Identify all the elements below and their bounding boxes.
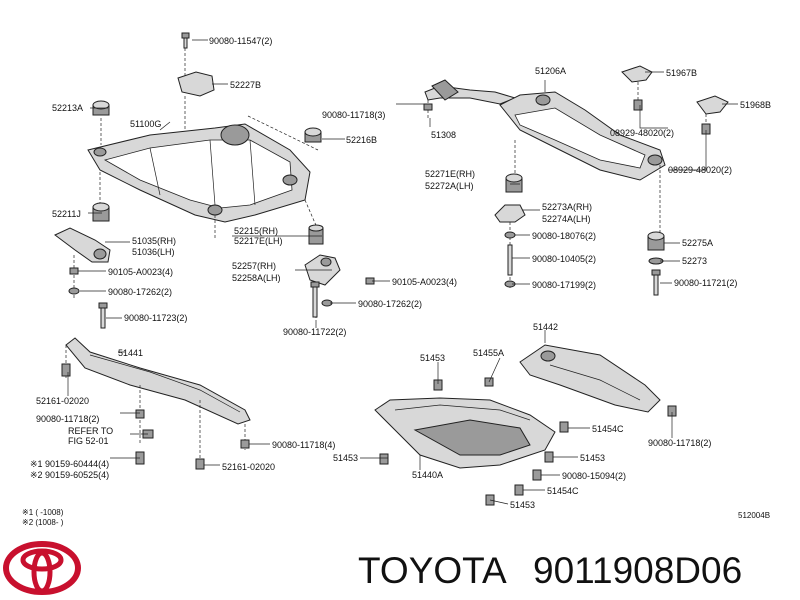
rear-member-group (423, 65, 729, 296)
bolt-icon (310, 281, 320, 318)
bolt-icon (240, 439, 250, 449)
callout-51035: 51035(RH) (132, 236, 176, 246)
callout-90105-a0023-mid: 90105-A0023(4) (392, 277, 457, 287)
bolt-icon (135, 409, 145, 419)
clip-icon (61, 363, 71, 377)
callout-52275a: 52275A (682, 238, 713, 248)
part-number: 9011908D06 (533, 550, 742, 591)
clip-icon (195, 458, 205, 470)
washer-icon (504, 231, 516, 239)
callout-90159-60525: ※2 90159-60525(4) (30, 470, 109, 480)
callout-51453-b: 51453 (333, 453, 358, 463)
toyota-emblem-icon (3, 541, 81, 595)
brand-name: TOYOTA (358, 550, 507, 591)
callout-90080-11721: 90080-11721(2) (674, 278, 737, 288)
callout-51453-a: 51453 (420, 353, 445, 363)
callout-90080-11723: 90080-11723(2) (124, 313, 187, 323)
callout-51454c-b: 51454C (547, 486, 579, 496)
diagram-code: 512004B (738, 511, 770, 520)
callout-51967b: 51967B (666, 68, 697, 78)
callout-90080-17199: 90080-17199(2) (532, 280, 596, 290)
callout-51308: 51308 (431, 130, 456, 140)
callout-90080-18076: 90080-18076(2) (532, 231, 596, 241)
callout-51442: 51442 (533, 322, 558, 332)
bolt-icon (532, 469, 542, 481)
callout-52211j: 52211J (52, 209, 81, 219)
clip-icon (559, 421, 569, 433)
bolt-icon (544, 451, 554, 463)
callout-52217e: 52217E(LH) (234, 236, 283, 246)
callout-90080-17262-mid: 90080-17262(2) (358, 299, 422, 309)
callout-08929-48020-a: 08929-48020(2) (610, 128, 674, 138)
callout-52272a: 52272A(LH) (425, 181, 474, 191)
callout-90080-11547: 90080-11547(2) (209, 36, 272, 46)
bracket-52227b-icon (177, 71, 215, 97)
callout-90105-a0023-left: 90105-A0023(4) (108, 267, 173, 277)
rear-under-cover-group (374, 344, 677, 506)
bolt-icon (633, 99, 643, 111)
footnote-2: ※2 (1008- ) (22, 518, 64, 527)
callout-labels: 90080-11547(2) 52227B 52213A 51100G 5221… (22, 36, 771, 527)
refer-fig-label: FIG 52-01 (68, 436, 109, 446)
callout-51454c-a: 51454C (592, 424, 624, 434)
bolt-icon (423, 103, 433, 111)
callout-51440a: 51440A (412, 470, 443, 480)
callout-90080-15094: 90080-15094(2) (562, 471, 626, 481)
callout-52273: 52273 (682, 256, 707, 266)
callout-52273a: 52273A(RH) (542, 202, 592, 212)
callout-52257: 52257(RH) (232, 261, 276, 271)
callout-52216b: 52216B (346, 135, 377, 145)
callout-51453-d: 51453 (510, 500, 535, 510)
callout-52274a: 52274A(LH) (542, 214, 591, 224)
bracket-51968b-icon (696, 95, 729, 115)
bolt-icon (507, 244, 513, 276)
callout-51441: 51441 (118, 348, 143, 358)
washer-icon (68, 287, 80, 295)
callout-51968b: 51968B (740, 100, 771, 110)
stopper-52273a-icon (494, 204, 526, 223)
callout-52271e: 52271E(RH) (425, 169, 475, 179)
callout-52215: 52215(RH) (234, 226, 278, 236)
under-cover-51441-icon (65, 337, 251, 425)
front-crossmember-group (54, 32, 375, 329)
callout-08929-48020-b: 08929-48020(2) (668, 165, 732, 175)
callout-90080-11722: 90080-11722(2) (283, 327, 346, 337)
callout-90080-10405: 90080-10405(2) (532, 254, 596, 264)
clip-icon (514, 484, 524, 496)
bolt-icon (379, 453, 389, 465)
callout-90080-11718-c: 90080-11718(2) (648, 438, 711, 448)
callout-51100g: 51100G (130, 119, 161, 129)
callout-52213a: 52213A (52, 103, 83, 113)
bracket-51967b-icon (621, 65, 653, 83)
nut-icon (69, 267, 79, 275)
under-cover-51442-icon (519, 344, 661, 413)
callout-51453-c: 51453 (580, 453, 605, 463)
callout-90080-11718-a: 90080-11718(2) (36, 414, 99, 424)
footnote-1: ※1 ( -1008) (22, 508, 64, 517)
callout-52161-02020-b: 52161-02020 (222, 462, 275, 472)
bolt-icon (181, 32, 190, 49)
callout-52258a: 52258A(LH) (232, 273, 281, 283)
callout-90080-17262-left: 90080-17262(2) (108, 287, 172, 297)
callout-52227b: 52227B (230, 80, 261, 90)
callout-51455a: 51455A (473, 348, 504, 358)
callout-51036: 51036(LH) (132, 247, 175, 257)
callout-90080-11718-b: 90080-11718(4) (272, 440, 335, 450)
callout-52161-02020-a: 52161-02020 (36, 396, 89, 406)
leader-lines (67, 39, 738, 505)
bolt-icon (651, 269, 661, 276)
callout-51206a: 51206A (535, 66, 566, 76)
callout-90159-60444: ※1 90159-60444(4) (30, 459, 109, 469)
refer-to-label: REFER TO (68, 426, 113, 436)
engine-under-cover-group (61, 337, 251, 470)
bolt-icon (98, 302, 108, 329)
callout-90080-11718-top: 90080-11718(3) (322, 110, 385, 120)
